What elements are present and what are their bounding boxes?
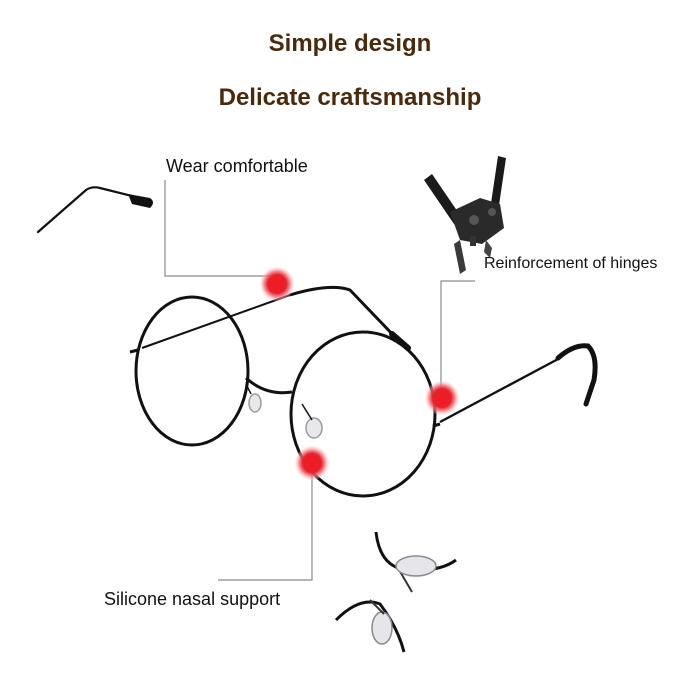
nose-pad-closeup-icon — [334, 531, 457, 653]
headline-delicate-craftsmanship: Delicate craftsmanship — [218, 84, 482, 111]
leader-hinge — [440, 280, 475, 392]
callout-wear-comfortable: Wear comfortable — [166, 156, 308, 176]
temple-arm-icon — [36, 186, 153, 234]
marker-nasal — [295, 446, 329, 480]
leader-nasal — [218, 462, 313, 581]
leader-lines — [164, 180, 475, 581]
callout-silicone-nasal-support: Silicone nasal support — [104, 589, 281, 609]
hinge-closeup-icon — [424, 156, 506, 274]
marker-hinge — [425, 381, 459, 415]
round-glasses-icon — [129, 285, 598, 498]
leader-wear — [164, 180, 270, 277]
callout-reinforcement-of-hinges: Reinforcement of hinges — [484, 255, 658, 272]
marker-wear — [260, 267, 294, 301]
headline-simple-design: Simple design — [268, 30, 432, 57]
